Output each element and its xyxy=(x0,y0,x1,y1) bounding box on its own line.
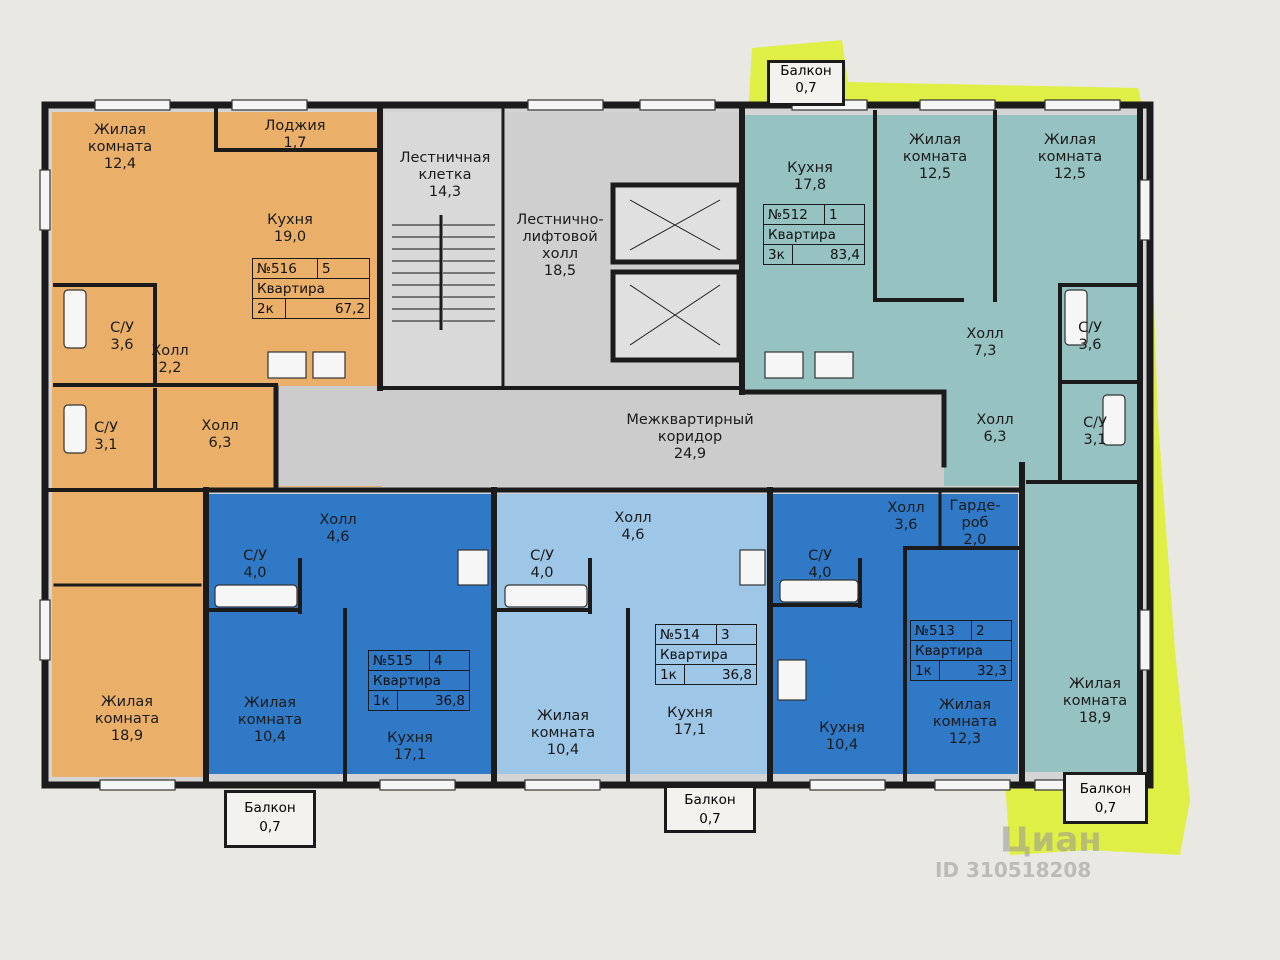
apt-515-area xyxy=(206,494,491,774)
watermark-id: ID 310518208 xyxy=(935,858,1092,882)
apt-516-hall2 xyxy=(160,390,276,490)
apt-513-area xyxy=(770,494,1018,774)
apt-512-area-c xyxy=(1024,486,1139,772)
watermark-brand: Циан xyxy=(1000,820,1102,860)
corridor-area xyxy=(276,386,944,486)
bath-fixtures xyxy=(63,289,1126,701)
apt-516-area-b xyxy=(52,487,204,777)
lift-shafts xyxy=(610,182,742,363)
apt-514-area xyxy=(493,494,768,774)
staircase xyxy=(392,215,495,330)
